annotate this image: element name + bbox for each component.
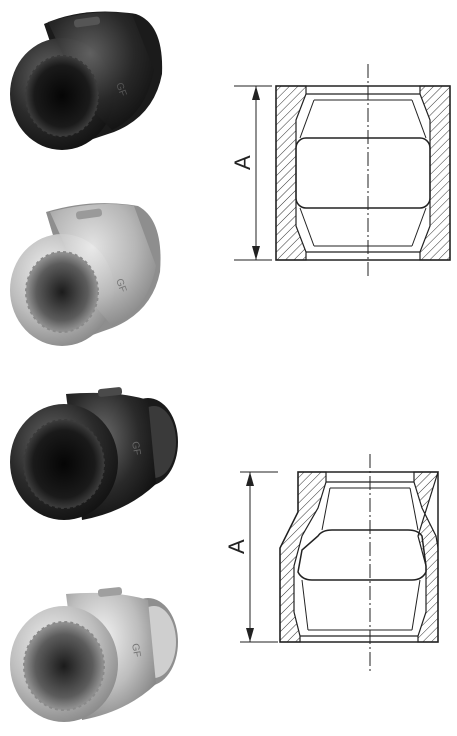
svg-text:GF: GF — [129, 643, 142, 659]
straight-coupling-section-drawing: A — [230, 64, 451, 276]
svg-text:GF: GF — [129, 441, 142, 457]
svg-text:GF: GF — [113, 277, 128, 294]
galvanized-reducing-coupling-photo: GF — [10, 587, 178, 722]
reducing-coupling-section-drawing: A — [224, 454, 439, 672]
reducing-coupling-dimension-label: A — [224, 539, 249, 554]
black-reducing-coupling-photo: GF — [10, 387, 178, 520]
svg-text:GF: GF — [113, 81, 128, 98]
straight-coupling-dimension-label: A — [230, 155, 255, 170]
galvanized-straight-coupling-photo: GF — [10, 203, 161, 346]
black-straight-coupling-photo: GF — [10, 11, 163, 150]
